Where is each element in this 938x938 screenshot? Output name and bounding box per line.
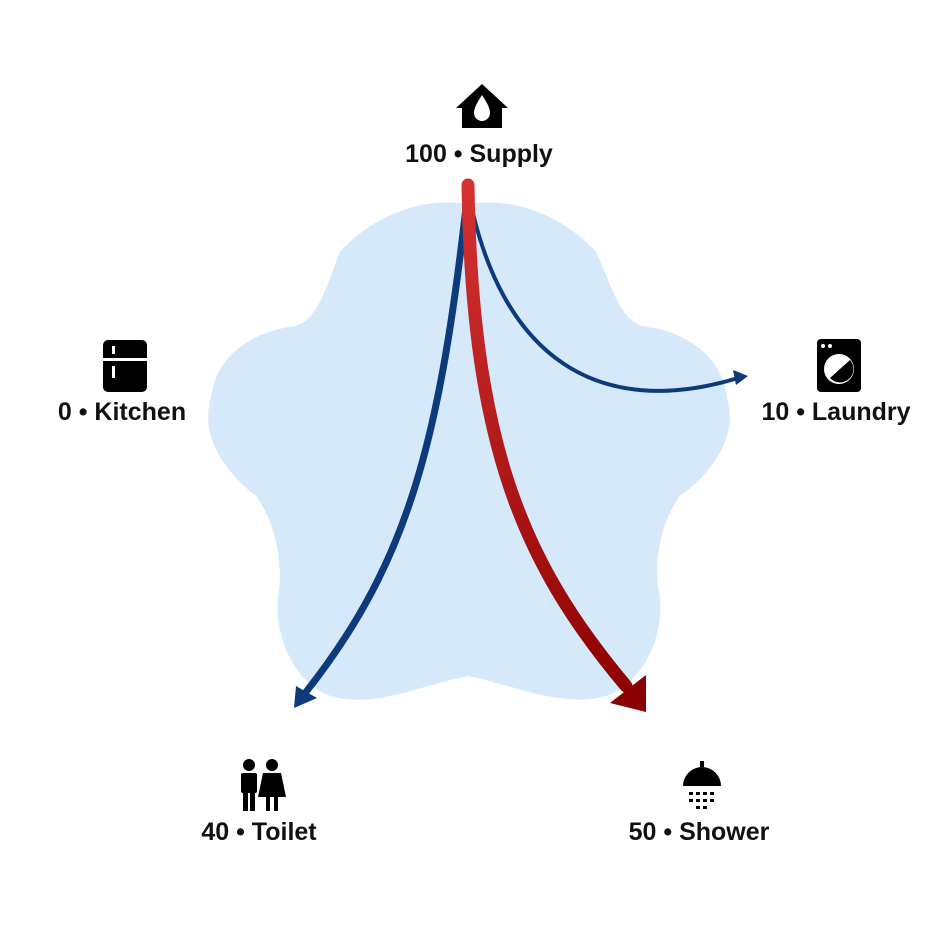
node-shower: 50 • Shower <box>629 761 770 846</box>
restroom-icon <box>241 759 286 811</box>
washing-machine-icon <box>817 339 861 392</box>
arrowhead-laundry <box>733 370 748 385</box>
flow-supply-to-shower <box>461 178 633 693</box>
node-kitchen: 0 • Kitchen <box>58 340 186 426</box>
node-supply: 100 • Supply <box>405 84 553 168</box>
node-toilet: 40 • Toilet <box>201 759 317 846</box>
node-label-kitchen: 0 • Kitchen <box>58 398 186 426</box>
flow-layer <box>294 178 748 712</box>
node-label-supply: 100 • Supply <box>405 140 553 168</box>
arrowhead-toilet <box>294 686 317 708</box>
house-water-icon <box>456 84 508 128</box>
node-label-toilet: 40 • Toilet <box>201 818 317 846</box>
arrowhead-shower <box>610 675 646 712</box>
flow-supply-to-toilet <box>302 186 472 696</box>
node-label-shower: 50 • Shower <box>629 818 770 846</box>
shower-icon <box>683 761 721 809</box>
node-label-laundry: 10 • Laundry <box>761 398 910 426</box>
star-background <box>208 202 730 700</box>
flow-supply-to-laundry <box>466 188 740 393</box>
node-laundry: 10 • Laundry <box>761 339 911 426</box>
refrigerator-icon <box>103 340 147 392</box>
